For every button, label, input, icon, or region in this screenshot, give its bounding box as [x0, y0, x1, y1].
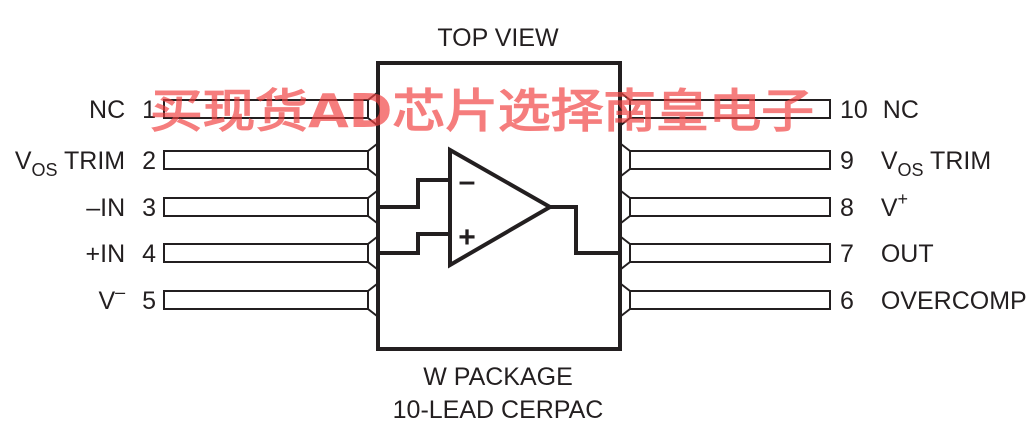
package-type: 10-LEAD CERPAC	[393, 396, 604, 424]
pin-name-8-sup: +	[898, 189, 909, 209]
lead-join-10	[620, 92, 631, 126]
lead-join-6	[620, 283, 631, 317]
pin-name-7: OUT	[881, 240, 934, 268]
lead-pin-1	[163, 99, 369, 119]
opamp-triangle	[448, 146, 555, 269]
pin-label-8: 8 V+	[840, 189, 908, 222]
wire-noninverting-input	[380, 232, 450, 255]
lead-join-1	[367, 92, 378, 126]
lead-pin-3	[163, 197, 369, 217]
pin-label-10: 10 NC	[840, 96, 919, 124]
pin-name-9-main: V	[881, 147, 898, 175]
pin-number-2: 2	[142, 147, 156, 175]
pin-name-2-sub: OS	[32, 160, 58, 180]
pin-number-5: 5	[142, 287, 156, 315]
opamp-plus-sign: +	[458, 221, 476, 254]
pin-number-3: 3	[142, 194, 156, 222]
pin-number-1: 1	[142, 96, 156, 124]
pin-label-1: NC 1	[89, 96, 156, 124]
lead-join-2	[367, 143, 378, 177]
left-leads	[163, 92, 378, 317]
lead-pin-4	[163, 243, 369, 263]
watermark-text: 买现货AD芯片选择南皇电子	[150, 84, 814, 138]
package-name: W PACKAGE	[423, 363, 573, 391]
opamp-symbol	[380, 146, 619, 269]
pin-name-9-sub: OS	[898, 160, 924, 180]
pin-name-6: OVERCOMP	[881, 287, 1027, 315]
opamp-minus-sign: –	[459, 165, 476, 198]
pin-label-5: V– 5	[98, 276, 156, 315]
pin-label-7: 7 OUT	[840, 240, 934, 268]
pin-number-10: 10	[840, 96, 868, 124]
pin-name-3: –IN	[86, 194, 125, 222]
lead-pin-5	[163, 290, 369, 310]
pin-number-6: 6	[840, 287, 854, 315]
lead-pin-6	[629, 290, 831, 310]
pin-name-9-rest: TRIM	[924, 147, 992, 175]
pin-number-9: 9	[840, 147, 854, 175]
right-leads	[620, 92, 831, 317]
top-view-label: TOP VIEW	[437, 24, 559, 52]
pin-label-9: 9 VOS TRIM	[840, 147, 991, 180]
pin-name-4: +IN	[86, 240, 126, 268]
wire-output	[550, 205, 619, 255]
pin-number-8: 8	[840, 194, 854, 222]
package-body	[376, 61, 622, 351]
lead-pin-10	[629, 99, 831, 119]
pin-label-6: 6 OVERCOMP	[840, 287, 1027, 315]
lead-join-8	[620, 190, 631, 224]
pin-name-8-main: V	[881, 194, 898, 222]
wire-inverting-input	[380, 178, 450, 209]
pin-name-5-sup: –	[115, 282, 125, 302]
lead-pin-8	[629, 197, 831, 217]
pin-name-2-main: V	[15, 147, 32, 175]
lead-join-5	[367, 283, 378, 317]
pin-label-3: –IN 3	[86, 194, 156, 222]
pin-number-4: 4	[142, 240, 156, 268]
lead-join-7	[620, 236, 631, 270]
pin-name-10: NC	[883, 96, 919, 124]
lead-join-9	[620, 143, 631, 177]
pin-name-5-main: V	[98, 287, 115, 315]
pin-name-1: NC	[89, 96, 125, 124]
pin-label-4: +IN 4	[86, 240, 157, 268]
lead-join-3	[367, 190, 378, 224]
pin-label-2: VOS TRIM 2	[15, 147, 156, 180]
pin-name-2-rest: TRIM	[58, 147, 126, 175]
pin-number-7: 7	[840, 240, 854, 268]
lead-pin-9	[629, 150, 831, 170]
lead-join-4	[367, 236, 378, 270]
lead-pin-2	[163, 150, 369, 170]
lead-pin-7	[629, 243, 831, 263]
